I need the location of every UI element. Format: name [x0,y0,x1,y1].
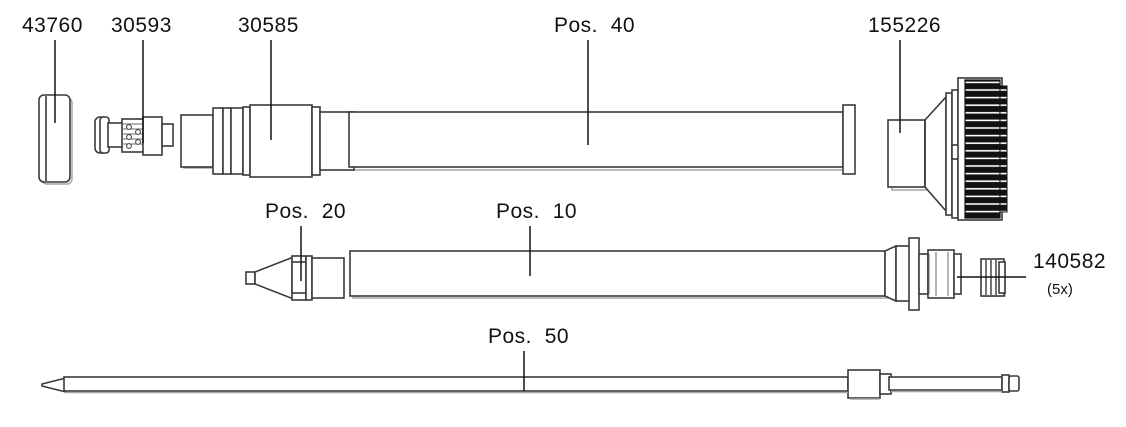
part-pos-10-shape [349,237,962,311]
part-pos-40-shape [348,104,856,175]
label-30585: 30585 [238,14,299,37]
leader-lines [54,40,1026,391]
part-pos-20-shape [245,254,345,302]
part-30585-shape [180,104,355,178]
label-155226: 155226 [868,14,942,37]
label-pos-20: Pos. 20 [265,200,347,223]
label-pos-40: Pos. 40 [554,14,636,37]
label-pos-10: Pos. 10 [496,200,578,223]
part-pos-50-shape [41,369,1020,399]
label-140582-quantity: (5x) [1047,281,1073,298]
label-43760: 43760 [22,14,83,37]
label-140582: 140582 [1033,250,1107,273]
part-30593-shape [94,116,174,156]
label-30593: 30593 [111,14,172,37]
part-155226-shape [887,77,1008,221]
label-pos-50: Pos. 50 [488,325,570,348]
